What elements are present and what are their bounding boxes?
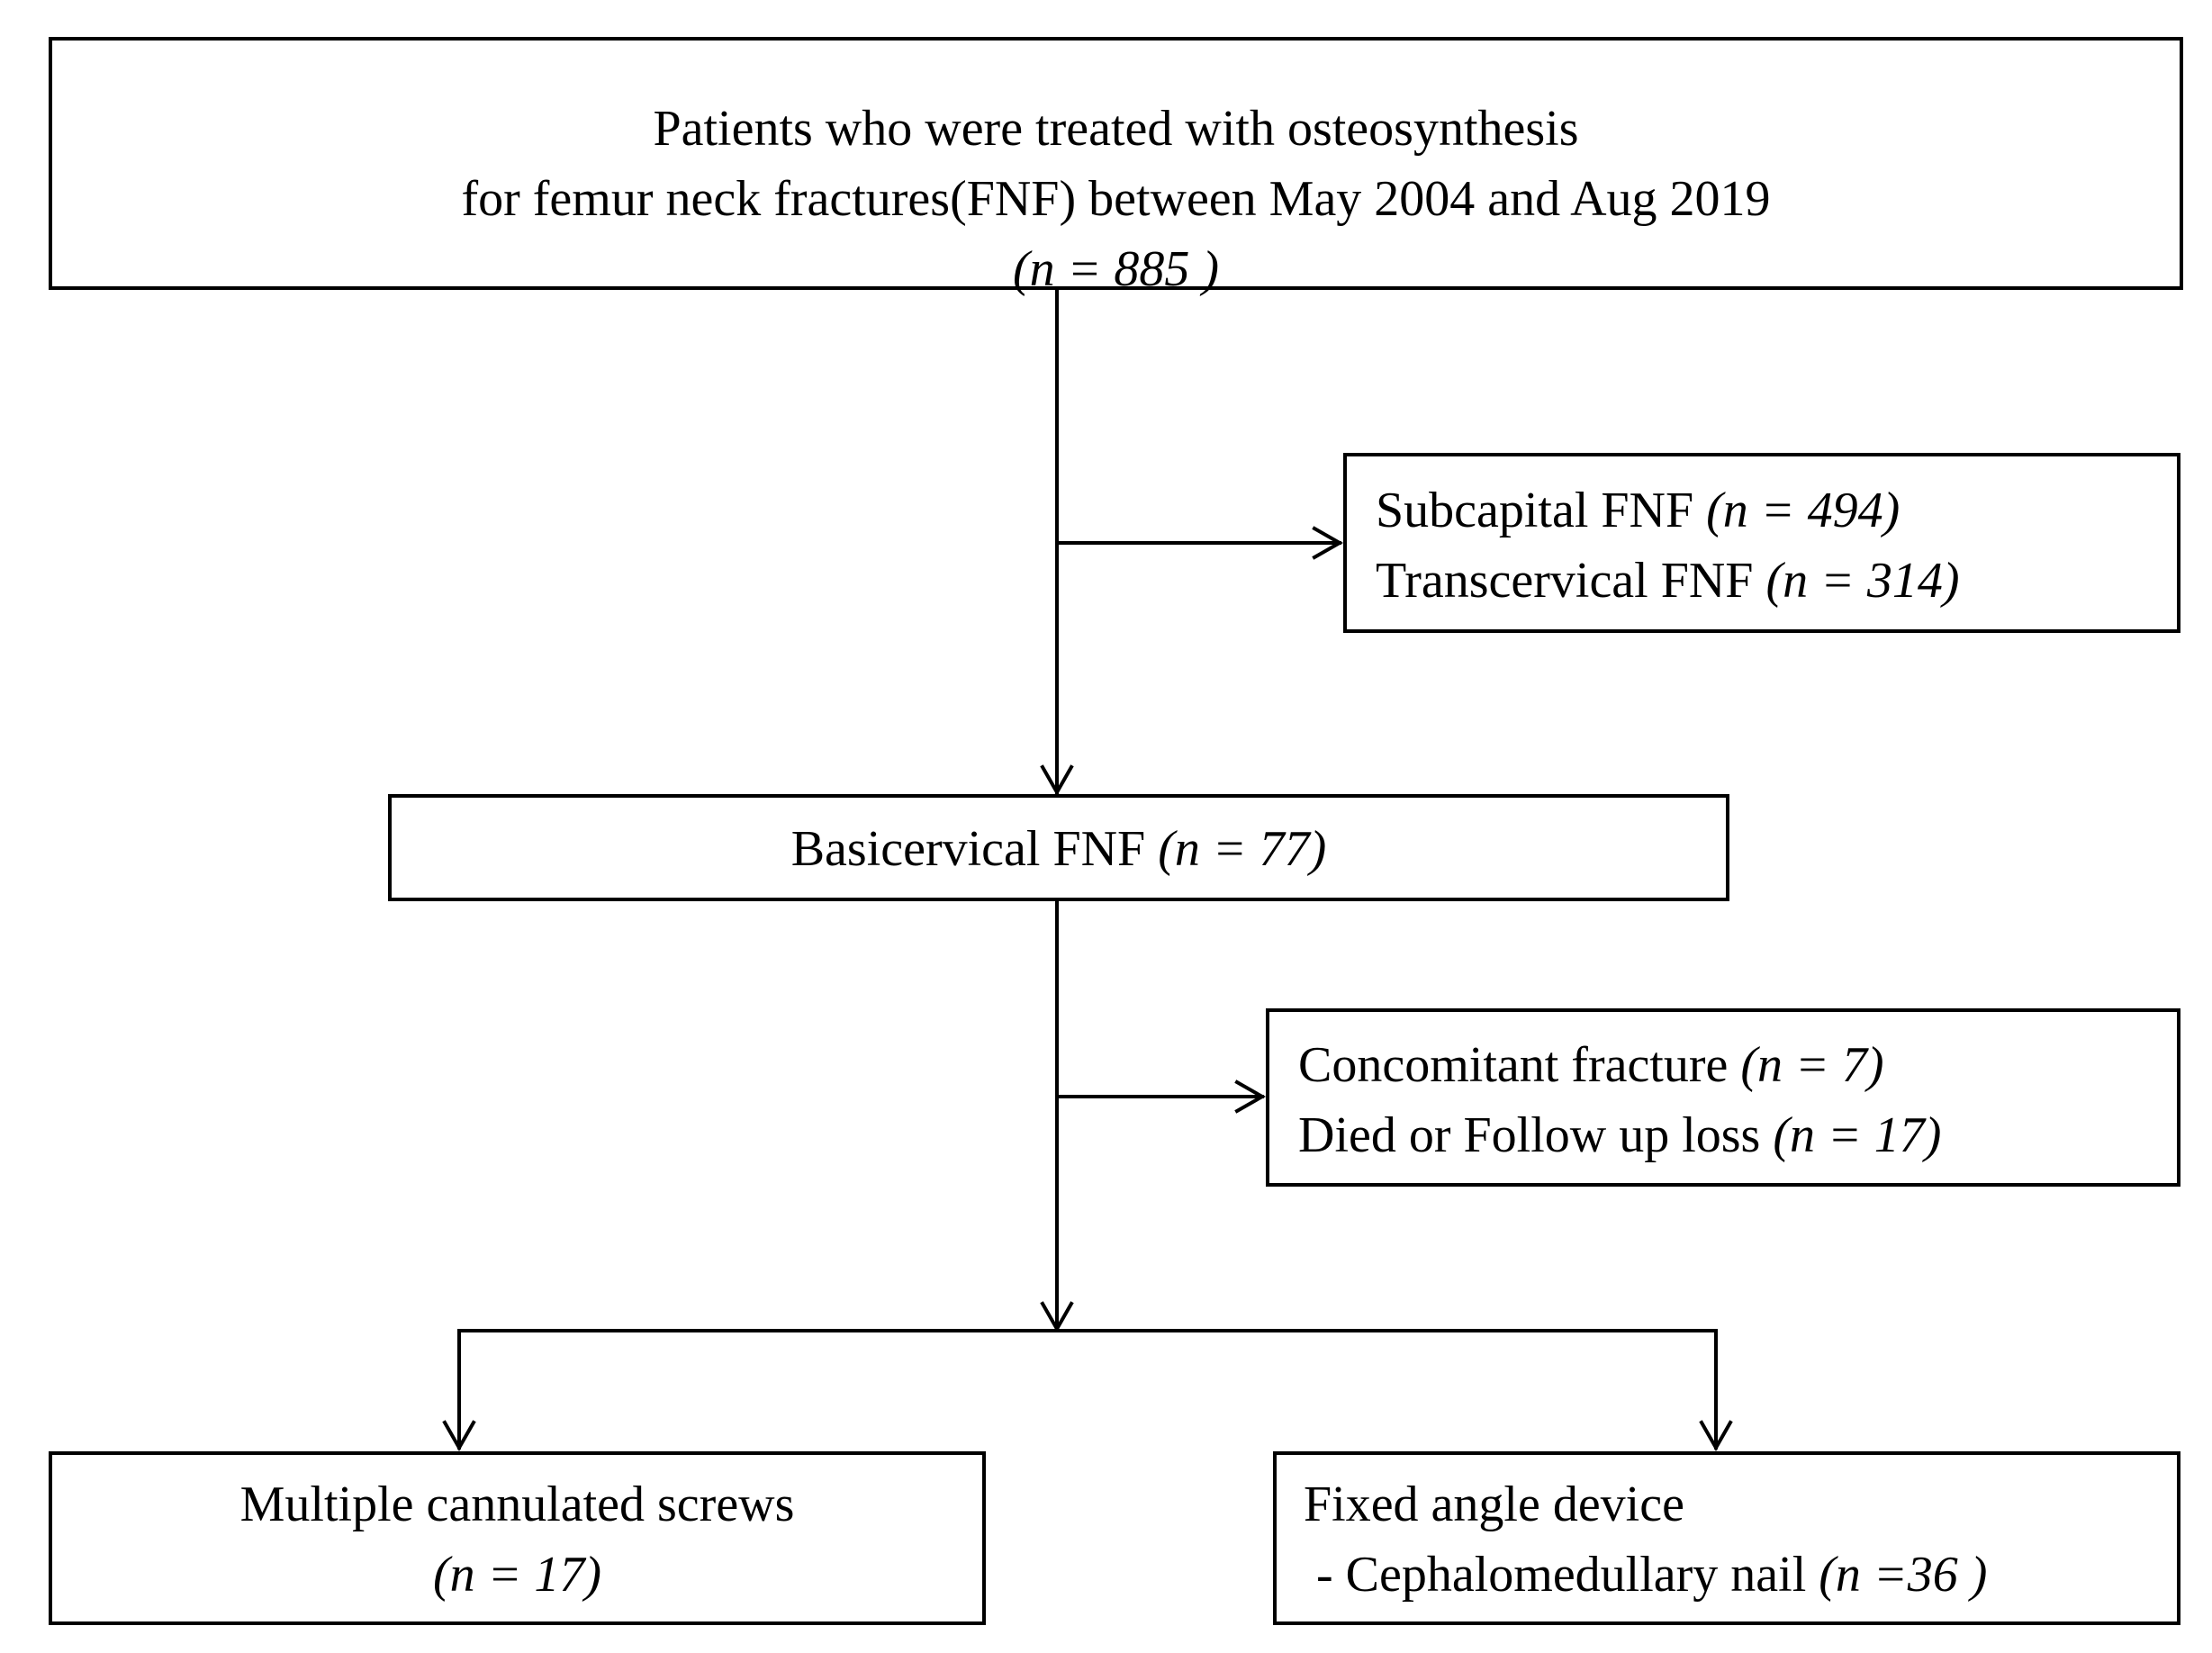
concomitant-row: Concomitant fracture (n = 7) bbox=[1298, 1030, 2177, 1100]
arrowhead-exclusion2 bbox=[1234, 1079, 1267, 1114]
nail-count: (n =36 ) bbox=[1819, 1547, 1988, 1603]
nail-row: - Cephalomedullary nail (n =36 ) bbox=[1304, 1540, 2177, 1610]
died-label: Died or Follow up loss bbox=[1298, 1107, 1761, 1163]
transcervical-row: Transcervical FNF (n = 314) bbox=[1376, 546, 2177, 616]
screws-label: Multiple cannulated screws bbox=[239, 1477, 795, 1532]
subcapital-label: Subcapital FNF bbox=[1376, 483, 1694, 538]
excluded-fracture-types-box: Subcapital FNF (n = 494) Transcervical F… bbox=[1343, 453, 2180, 633]
concomitant-label: Concomitant fracture bbox=[1298, 1037, 1729, 1093]
basicervical-row: Basicervical FNF (n = 77) bbox=[392, 814, 1726, 884]
arrowhead-fixed bbox=[1699, 1420, 1733, 1452]
died-row: Died or Follow up loss (n = 17) bbox=[1298, 1100, 2177, 1170]
arrowhead-basicervical bbox=[1040, 764, 1074, 797]
basicervical-label: Basicervical FNF bbox=[790, 821, 1146, 877]
fixed-label: Fixed angle device bbox=[1304, 1477, 1684, 1532]
died-count: (n = 17) bbox=[1773, 1107, 1942, 1163]
all-patients-line2: for femur neck fractures(FNF) between Ma… bbox=[461, 171, 1771, 227]
all-patients-line1: Patients who were treated with osteosynt… bbox=[653, 101, 1579, 157]
arrowhead-screws bbox=[442, 1420, 476, 1452]
fixed-angle-device-box: Fixed angle device - Cephalomedullary na… bbox=[1273, 1451, 2180, 1625]
all-patients-count: (n = 885 ) bbox=[1012, 241, 1220, 297]
basicervical-box: Basicervical FNF (n = 77) bbox=[388, 794, 1729, 901]
subcapital-count: (n = 494) bbox=[1706, 483, 1901, 538]
arrowhead-exclusion1 bbox=[1312, 526, 1344, 560]
subcapital-row: Subcapital FNF (n = 494) bbox=[1376, 475, 2177, 546]
excluded-patients-box: Concomitant fracture (n = 7) Died or Fol… bbox=[1266, 1008, 2180, 1187]
basicervical-count: (n = 77) bbox=[1158, 821, 1327, 877]
nail-label: - Cephalomedullary nail bbox=[1304, 1547, 1807, 1603]
cannulated-screws-box: Multiple cannulated screws (n = 17) bbox=[49, 1451, 986, 1625]
transcervical-label: Transcervical FNF bbox=[1376, 553, 1754, 609]
screws-count: (n = 17) bbox=[432, 1547, 602, 1603]
all-patients-box: Patients who were treated with osteosynt… bbox=[49, 37, 2183, 297]
concomitant-count: (n = 7) bbox=[1740, 1037, 1884, 1093]
transcervical-count: (n = 314) bbox=[1765, 553, 1960, 609]
